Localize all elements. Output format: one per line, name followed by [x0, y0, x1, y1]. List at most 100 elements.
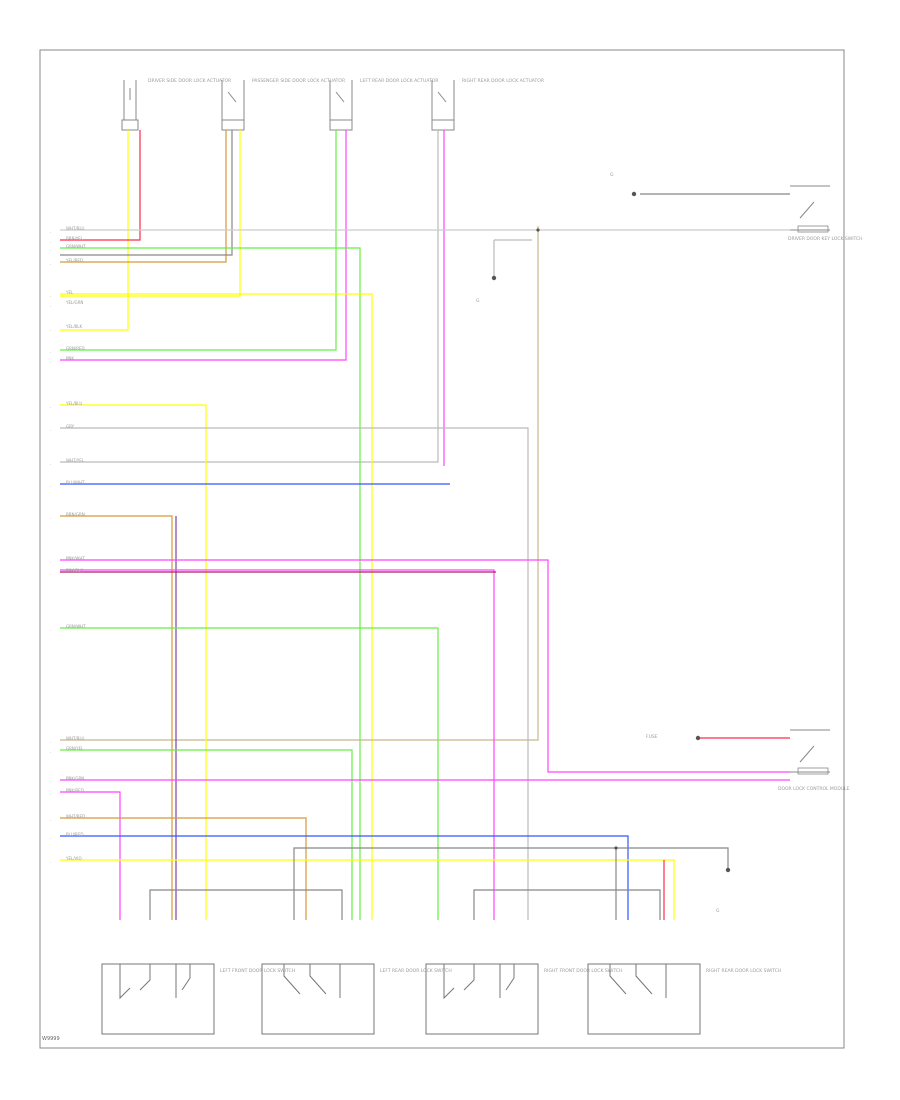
pin-marker: ·: [50, 780, 51, 785]
wire-color-label: BLU/WHT: [66, 480, 85, 485]
wire: [60, 404, 207, 920]
fuse-label: FUSE: [646, 734, 658, 740]
wire-color-label: PNK/BLK: [66, 568, 83, 573]
wire-color-label: PNK/RED: [66, 788, 84, 793]
wire: [60, 791, 121, 920]
top-connector-4-label: RIGHT REAR DOOR LOCK ACTUATOR: [462, 78, 544, 84]
wire-color-label: GRN/RED: [66, 346, 85, 351]
bottom-switch-3: RIGHT FRONT DOOR LOCK SWITCH: [425, 963, 622, 1035]
pin-marker: ·: [50, 572, 51, 577]
ground-point: [491, 275, 497, 281]
right-component-1: DRIVER DOOR KEY LOCK SWITCH: [788, 185, 863, 242]
wire: [60, 130, 241, 297]
pin-marker: ·: [50, 328, 51, 333]
splice-dot: [536, 228, 540, 232]
wire-color-label: YEL/GRN: [65, 300, 83, 305]
wire-color-label: GRY: [66, 424, 75, 429]
wire-color-label: YEL/BLK: [65, 324, 83, 329]
right-component-2-label: DOOR LOCK CONTROL MODULE: [778, 786, 850, 792]
wire-color-label: WHT/BLU: [66, 736, 85, 741]
wire: [60, 559, 790, 773]
pin-marker: ·: [50, 240, 51, 245]
bottom-switch-4: RIGHT REAR DOOR LOCK SWITCH: [587, 963, 781, 1035]
wire: [60, 627, 439, 920]
pin-marker: ·: [50, 248, 51, 253]
pin-marker: ·: [50, 360, 51, 365]
wire: [60, 130, 439, 463]
wires: [60, 130, 790, 920]
pin-marker: ·: [50, 230, 51, 235]
wire-color-label: PNK: [66, 356, 74, 361]
wire-color-label: GRN/YEL: [66, 746, 84, 751]
wire: [60, 130, 337, 351]
wire: [60, 569, 495, 920]
wire-color-label: PNK/GRN: [66, 776, 84, 781]
wire: [60, 130, 233, 256]
pin-marker: ·: [50, 428, 51, 433]
wire-color-label: BRN/YEL: [66, 236, 84, 241]
wire: [473, 889, 661, 920]
pin-marker: ·: [50, 750, 51, 755]
pin-marker: ·: [50, 484, 51, 489]
wire-color-label: GRN/WHT: [66, 244, 86, 249]
right-component-2: DOOR LOCK CONTROL MODULE: [778, 729, 850, 792]
diagram-frame: [39, 49, 845, 1049]
wire: [60, 427, 529, 920]
wire-label-column: WHT/BLU · BRN/YEL · GRN/WHT · YEL/RED · YEL · YEL/…: [50, 226, 86, 865]
wire: [60, 515, 173, 920]
wire: [60, 817, 307, 920]
pin-marker: ·: [50, 860, 51, 865]
ground-point: [725, 867, 731, 873]
top-connector-3-label: LEFT REAR DOOR LOCK ACTUATOR: [360, 78, 439, 84]
wire: [60, 247, 361, 920]
top-connector-2-label: PASSENGER SIDE DOOR LOCK ACTUATOR: [252, 78, 345, 84]
pin-marker: ·: [50, 740, 51, 745]
splices: [491, 191, 731, 873]
top-connector-1-label: DRIVER SIDE DOOR LOCK ACTUATOR: [148, 78, 231, 84]
wire-color-label: BLU/RED: [66, 832, 83, 837]
power-point: [695, 735, 701, 741]
wire: [60, 130, 141, 241]
pin-marker: ·: [50, 560, 51, 565]
ground-label-3: G: [716, 908, 720, 914]
wire: [60, 293, 373, 920]
wire: [293, 847, 729, 920]
wire: [60, 130, 347, 361]
wire-color-label: YEL/RED: [65, 258, 83, 263]
top-connector-2: PASSENGER SIDE DOOR LOCK ACTUATOR: [221, 78, 345, 131]
wire: [149, 889, 343, 920]
right-component-1-label: DRIVER DOOR KEY LOCK SWITCH: [788, 236, 863, 242]
wire-color-label: BRN/GRN: [66, 512, 85, 517]
ground-label-1: G: [610, 172, 614, 178]
pin-marker: ·: [50, 294, 51, 299]
pin-marker: ·: [50, 818, 51, 823]
page-code: W9999: [42, 1036, 60, 1042]
splice-dot: [614, 846, 618, 850]
ground-point: [631, 191, 637, 197]
wire-color-label: YEL: [65, 290, 74, 295]
wire: [60, 835, 629, 920]
bottom-switch-1-label: LEFT FRONT DOOR LOCK SWITCH: [220, 968, 295, 974]
wire-color-label: WHT/BLU: [66, 226, 85, 231]
top-connector-1: DRIVER SIDE DOOR LOCK ACTUATOR: [121, 78, 231, 131]
wire-color-label: WHT/YEL: [66, 458, 85, 463]
pin-marker: ·: [50, 462, 51, 467]
wire: [60, 226, 539, 741]
bottom-switch-4-label: RIGHT REAR DOOR LOCK SWITCH: [706, 968, 781, 974]
pin-marker: ·: [50, 262, 51, 267]
top-connector-4: RIGHT REAR DOOR LOCK ACTUATOR: [431, 78, 544, 131]
pin-marker: ·: [50, 836, 51, 841]
wire-color-label: PNK/WHT: [66, 556, 85, 561]
wire-color-label: GRN/WHT: [66, 624, 86, 629]
pin-marker: ·: [50, 405, 51, 410]
bottom-switch-2-label: LEFT REAR DOOR LOCK SWITCH: [380, 968, 452, 974]
bottom-switch-1: LEFT FRONT DOOR LOCK SWITCH: [101, 963, 295, 1035]
wire-color-label: YEL/VIO: [65, 856, 82, 861]
wire-color-label: WHT/RED: [66, 814, 85, 819]
pin-marker: ·: [50, 628, 51, 633]
wire-color-label: YEL/BLU: [65, 401, 82, 406]
wire: [60, 859, 675, 920]
pin-marker: ·: [50, 350, 51, 355]
pin-marker: ·: [50, 516, 51, 521]
